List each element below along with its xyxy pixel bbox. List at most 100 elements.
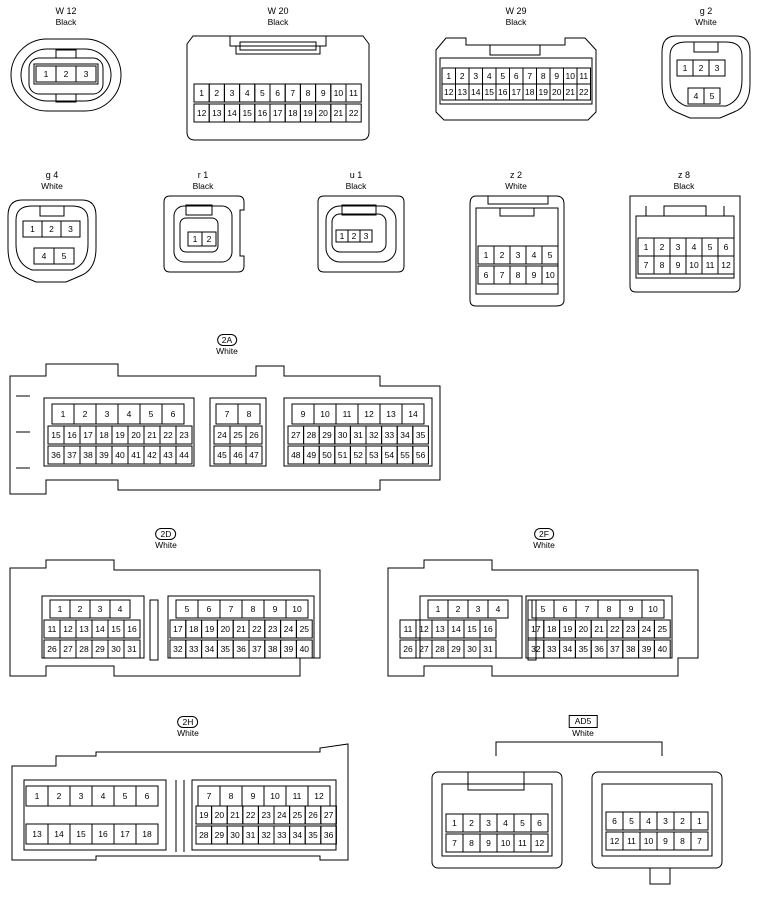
pin-cell bbox=[479, 619, 497, 639]
pin-label: 11 bbox=[293, 791, 302, 801]
pin-label: 15 bbox=[242, 108, 252, 118]
pin-label: 8 bbox=[516, 270, 521, 280]
pin-label: 20 bbox=[579, 624, 589, 634]
pin-label: 14 bbox=[471, 87, 481, 97]
pin-label: 25 bbox=[233, 430, 243, 440]
pin-cell bbox=[123, 639, 141, 659]
connector-id: g 2 bbox=[699, 6, 713, 16]
g2-label: g 2 White bbox=[695, 6, 717, 28]
pin-label: 19 bbox=[563, 624, 573, 634]
pin-label: 1 bbox=[644, 242, 649, 252]
pin-label: 24 bbox=[217, 430, 227, 440]
pin-label: 21 bbox=[230, 810, 240, 820]
pin-label: 27 bbox=[419, 644, 429, 654]
pin-label: 16 bbox=[483, 624, 493, 634]
pin-cell bbox=[401, 403, 425, 425]
pin-label: 4 bbox=[692, 242, 697, 252]
connector-id: z 8 bbox=[677, 170, 691, 180]
pin-cell bbox=[690, 831, 709, 851]
pin-label: 6 bbox=[484, 270, 489, 280]
pin-label: 5 bbox=[541, 604, 546, 614]
pin-label: 2 bbox=[83, 409, 88, 419]
pin-label: 8 bbox=[469, 838, 474, 848]
pin-label: 29 bbox=[215, 830, 225, 840]
pin-label: 41 bbox=[131, 450, 141, 460]
pin-label: 24 bbox=[277, 810, 287, 820]
connector-r1 bbox=[163, 195, 245, 273]
connector-color: White bbox=[155, 540, 177, 550]
pin-label: 32 bbox=[173, 644, 183, 654]
pin-label: 39 bbox=[642, 644, 652, 654]
pin-label: 7 bbox=[207, 791, 212, 801]
pin-label: 8 bbox=[229, 791, 234, 801]
pin-label: 34 bbox=[293, 830, 303, 840]
pin-label: 10 bbox=[320, 409, 330, 419]
pin-cell bbox=[53, 247, 75, 265]
connector-id: z 2 bbox=[509, 170, 523, 180]
pin-label: 29 bbox=[451, 644, 461, 654]
pin-label: 40 bbox=[658, 644, 668, 654]
pin-label: 39 bbox=[284, 644, 294, 654]
pin-label: 1 bbox=[30, 224, 35, 234]
pin-label: 9 bbox=[554, 71, 559, 81]
pin-label: 24 bbox=[284, 624, 294, 634]
pin-label: 39 bbox=[99, 450, 109, 460]
z8-label: z 8 Black bbox=[674, 170, 695, 192]
pin-label: 4 bbox=[127, 409, 132, 419]
pin-cell bbox=[245, 445, 263, 465]
pin-label: 6 bbox=[145, 791, 150, 801]
pin-label: 28 bbox=[435, 644, 445, 654]
pin-label: 15 bbox=[51, 430, 61, 440]
connector-color: White bbox=[41, 181, 63, 191]
pin-label: 11 bbox=[627, 836, 636, 846]
pin-cell bbox=[479, 639, 497, 659]
pin-label: 6 bbox=[563, 604, 568, 614]
pin-label: 10 bbox=[566, 71, 576, 81]
pin-cell bbox=[412, 445, 429, 465]
pin-label: 3 bbox=[676, 242, 681, 252]
pin-label: 49 bbox=[307, 450, 317, 460]
connector-color: Black bbox=[345, 181, 367, 191]
pin-label: 4 bbox=[101, 791, 106, 801]
connector-color: White bbox=[572, 728, 594, 738]
connector-g2 bbox=[661, 35, 751, 119]
pin-cell bbox=[345, 103, 362, 123]
connector-2h bbox=[11, 743, 349, 861]
pin-label: 2 bbox=[352, 231, 357, 241]
pin-label: 28 bbox=[307, 430, 317, 440]
pin-label: 29 bbox=[95, 644, 105, 654]
pin-label: 2 bbox=[456, 604, 461, 614]
pin-label: 25 bbox=[658, 624, 668, 634]
pin-label: 53 bbox=[369, 450, 379, 460]
pin-label: 11 bbox=[706, 260, 715, 270]
pin-label: 11 bbox=[404, 624, 413, 634]
pin-label: 34 bbox=[205, 644, 215, 654]
pin-label: 35 bbox=[416, 430, 426, 440]
pin-label: 27 bbox=[63, 644, 73, 654]
pin-label: 1 bbox=[436, 604, 441, 614]
ad5-label: AD5 White bbox=[568, 715, 598, 739]
pin-label: 10 bbox=[648, 604, 658, 614]
pin-label: 38 bbox=[626, 644, 636, 654]
pin-label: 36 bbox=[51, 450, 61, 460]
pin-cell bbox=[175, 445, 193, 465]
pin-cell bbox=[320, 825, 337, 845]
pin-label: 27 bbox=[324, 810, 334, 820]
pin-label: 1 bbox=[452, 818, 457, 828]
pin-label: 9 bbox=[532, 270, 537, 280]
pin-label: 28 bbox=[199, 830, 209, 840]
pin-label: 5 bbox=[708, 242, 713, 252]
pin-label: 5 bbox=[520, 818, 525, 828]
pin-label: 23 bbox=[261, 810, 271, 820]
pin-label: 4 bbox=[503, 818, 508, 828]
pin-label: 1 bbox=[58, 604, 63, 614]
pin-label: 6 bbox=[612, 816, 617, 826]
pin-label: 40 bbox=[115, 450, 125, 460]
pin-label: 9 bbox=[301, 409, 306, 419]
pin-label: 40 bbox=[300, 644, 310, 654]
pin-cell bbox=[135, 785, 159, 807]
pin-label: 1 bbox=[446, 71, 451, 81]
connector-id: AD5 bbox=[568, 715, 598, 728]
pin-label: 7 bbox=[585, 604, 590, 614]
pin-label: 26 bbox=[249, 430, 259, 440]
